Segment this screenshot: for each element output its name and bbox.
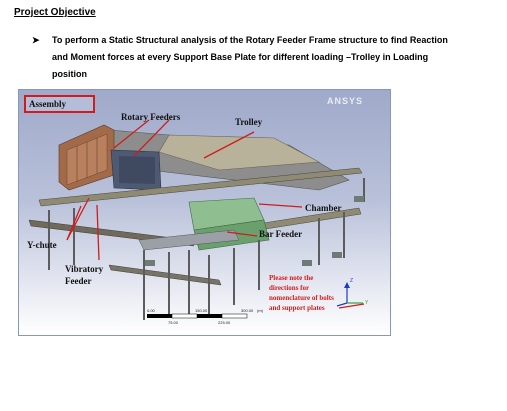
ansys-logo: ANSYS bbox=[327, 96, 364, 106]
label-vibratory-feeder-line2: Feeder bbox=[65, 276, 92, 286]
scale-unit: (m) bbox=[257, 308, 263, 313]
note-line-4: and support plates bbox=[269, 304, 325, 312]
note-line-3: nomenclature of bolts bbox=[269, 294, 334, 302]
page-title: Project Objective bbox=[14, 7, 96, 18]
label-rotary-feeders: Rotary Feeders bbox=[121, 112, 181, 122]
nomenclature-note: Please note the directions for nomenclat… bbox=[269, 273, 359, 313]
scale-tick-300: 300.00 bbox=[241, 308, 254, 313]
scale-tick-0: 0.00 bbox=[147, 308, 155, 313]
axis-y-label: Y bbox=[365, 300, 369, 306]
scale-tick-225: 225.00 bbox=[218, 320, 231, 325]
label-bar-feeder: Bar Feeder bbox=[259, 229, 303, 239]
objective-bullet: ➤ To perform a Static Structural analysi… bbox=[32, 32, 486, 83]
label-y-chute: Y-chute bbox=[27, 240, 57, 250]
scale-tick-75: 75.00 bbox=[168, 320, 179, 325]
objective-line-3: position bbox=[52, 69, 87, 79]
bullet-arrow-icon: ➤ bbox=[32, 35, 40, 45]
note-line-1: Please note the bbox=[269, 274, 314, 282]
objective-line-2: and Moment forces at every Support Base … bbox=[52, 52, 429, 62]
assembly-label: Assembly bbox=[24, 95, 95, 113]
label-chamber: Chamber bbox=[305, 203, 342, 213]
label-trolley: Trolley bbox=[235, 117, 263, 127]
note-line-2: directions for bbox=[269, 284, 310, 292]
objective-line-1: To perform a Static Structural analysis … bbox=[52, 35, 448, 45]
assembly-figure: ANSYS Assembly Rotary Feeders Trolley Ch… bbox=[18, 89, 391, 336]
scale-tick-150: 150.00 bbox=[195, 308, 208, 313]
assembly-drawing bbox=[28, 119, 365, 320]
axis-z-label: Z bbox=[350, 278, 354, 284]
label-vibratory-feeder-line1: Vibratory bbox=[65, 264, 104, 274]
